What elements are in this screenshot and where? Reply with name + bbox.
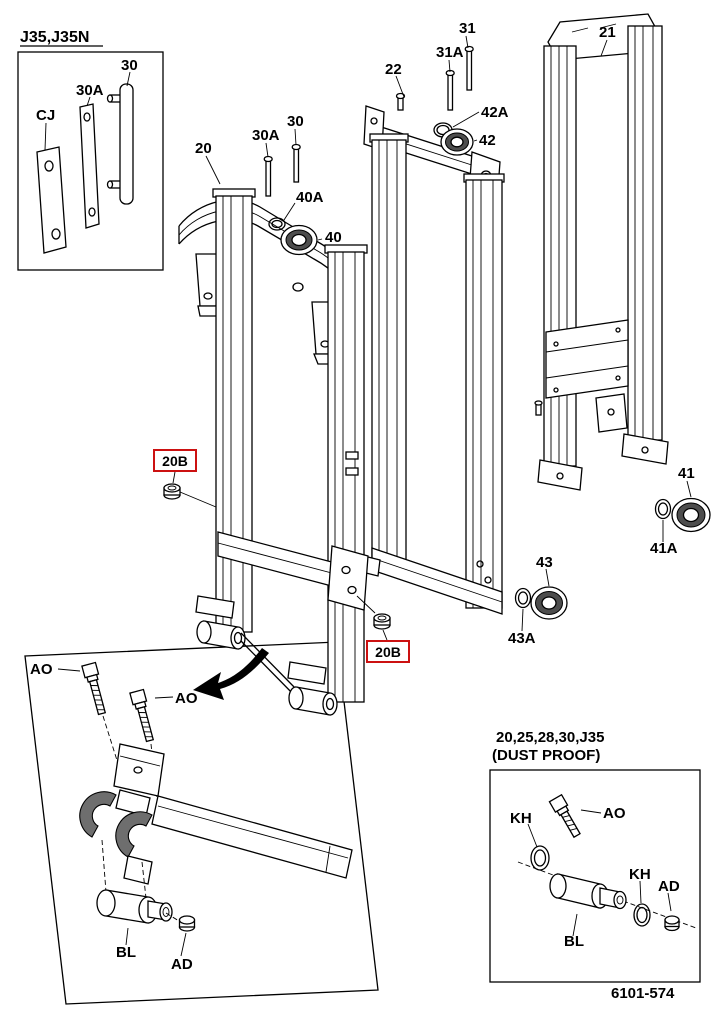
bolt-ao-2 (129, 688, 155, 743)
nut-ad-dustproof (664, 915, 680, 932)
ring-43a (514, 587, 532, 609)
part-label-31a: 31A (436, 44, 464, 61)
support-arm (151, 795, 353, 879)
part-label-kh-2: KH (629, 866, 651, 883)
pin-31a (445, 69, 455, 111)
detail-direction-arrow (193, 648, 269, 700)
part-label-41: 41 (678, 465, 695, 482)
part-label-ao-dustproof: AO (603, 805, 626, 822)
part-label-31: 31 (459, 20, 476, 37)
part-30a-bar (79, 103, 100, 229)
pin-30a (263, 155, 273, 197)
part-label-ad-dustproof: AD (658, 878, 680, 895)
part-label-20: 20 (195, 140, 212, 157)
part-label-43: 43 (536, 554, 553, 571)
part-label-42: 42 (479, 132, 496, 149)
detail-inset-contents (57, 661, 353, 957)
part-label-21: 21 (599, 24, 616, 41)
part-label-30a: 30A (252, 127, 280, 144)
part-label-42a: 42A (481, 104, 509, 121)
part-label-bl-dustproof: BL (564, 933, 584, 950)
inset-j35-box (17, 45, 164, 271)
roller-assembly-right (287, 661, 338, 716)
part-label-20b-left: 20B (162, 453, 188, 469)
inset-j35-border (17, 51, 164, 271)
dustproof-title-line1: 20,25,28,30,J35 (496, 729, 604, 746)
part-label-30-inset: 30 (121, 57, 138, 74)
part-label-ad: AD (171, 956, 193, 973)
bolt-ao-dustproof (548, 793, 581, 839)
nut-20b-right (373, 613, 391, 630)
nut-20b-left (163, 483, 181, 500)
inner-mast-22 (361, 92, 505, 615)
bearing-40 (280, 224, 318, 256)
pin-30 (291, 143, 301, 183)
clamp-bracket (79, 743, 165, 885)
part-label-ao-2: AO (175, 690, 198, 707)
part-label-kh-1: KH (510, 810, 532, 827)
roller-bl (96, 839, 173, 924)
part-label-43a: 43A (508, 630, 536, 647)
bearing-41 (671, 497, 711, 533)
mast-assembly-20 (178, 188, 369, 716)
oring-kh-2 (633, 903, 651, 927)
roller-assembly-left (195, 595, 246, 650)
part-label-22: 22 (385, 61, 402, 78)
dustproof-title-line2: (DUST PROOF) (492, 747, 600, 764)
part-label-41a: 41A (650, 540, 678, 557)
roller-bl-dustproof (549, 873, 627, 910)
inset-j35-title: J35,J35N (20, 29, 89, 46)
bolt-ao-1 (81, 661, 107, 716)
part-label-40a: 40A (296, 189, 324, 206)
pin-31 (464, 45, 474, 91)
oring-kh-1 (530, 845, 550, 871)
ring-40a (268, 217, 286, 231)
part-label-cj: CJ (36, 107, 55, 124)
nut-ad (165, 912, 196, 932)
leader-lines (172, 35, 692, 641)
part-label-20b-right: 20B (375, 644, 401, 660)
ring-41a (654, 498, 672, 520)
part-30-bar (106, 83, 134, 205)
part-label-30a-inset: 30A (76, 82, 104, 99)
drawing-number: 6101-574 (611, 985, 675, 1002)
part-label-40: 40 (325, 229, 342, 246)
outer-mast-21 (534, 13, 669, 491)
part-label-bl: BL (116, 944, 136, 961)
dustproof-inset-contents (517, 793, 697, 937)
highlight-box-20b-left (153, 449, 197, 472)
part-cj-plate (36, 146, 67, 254)
bearing-42 (440, 128, 474, 156)
part-label-30: 30 (287, 113, 304, 130)
part-label-ao-1: AO (30, 661, 53, 678)
dustproof-inset-border (489, 769, 701, 983)
bearing-43 (530, 586, 568, 620)
highlight-box-20b-right (366, 640, 410, 663)
